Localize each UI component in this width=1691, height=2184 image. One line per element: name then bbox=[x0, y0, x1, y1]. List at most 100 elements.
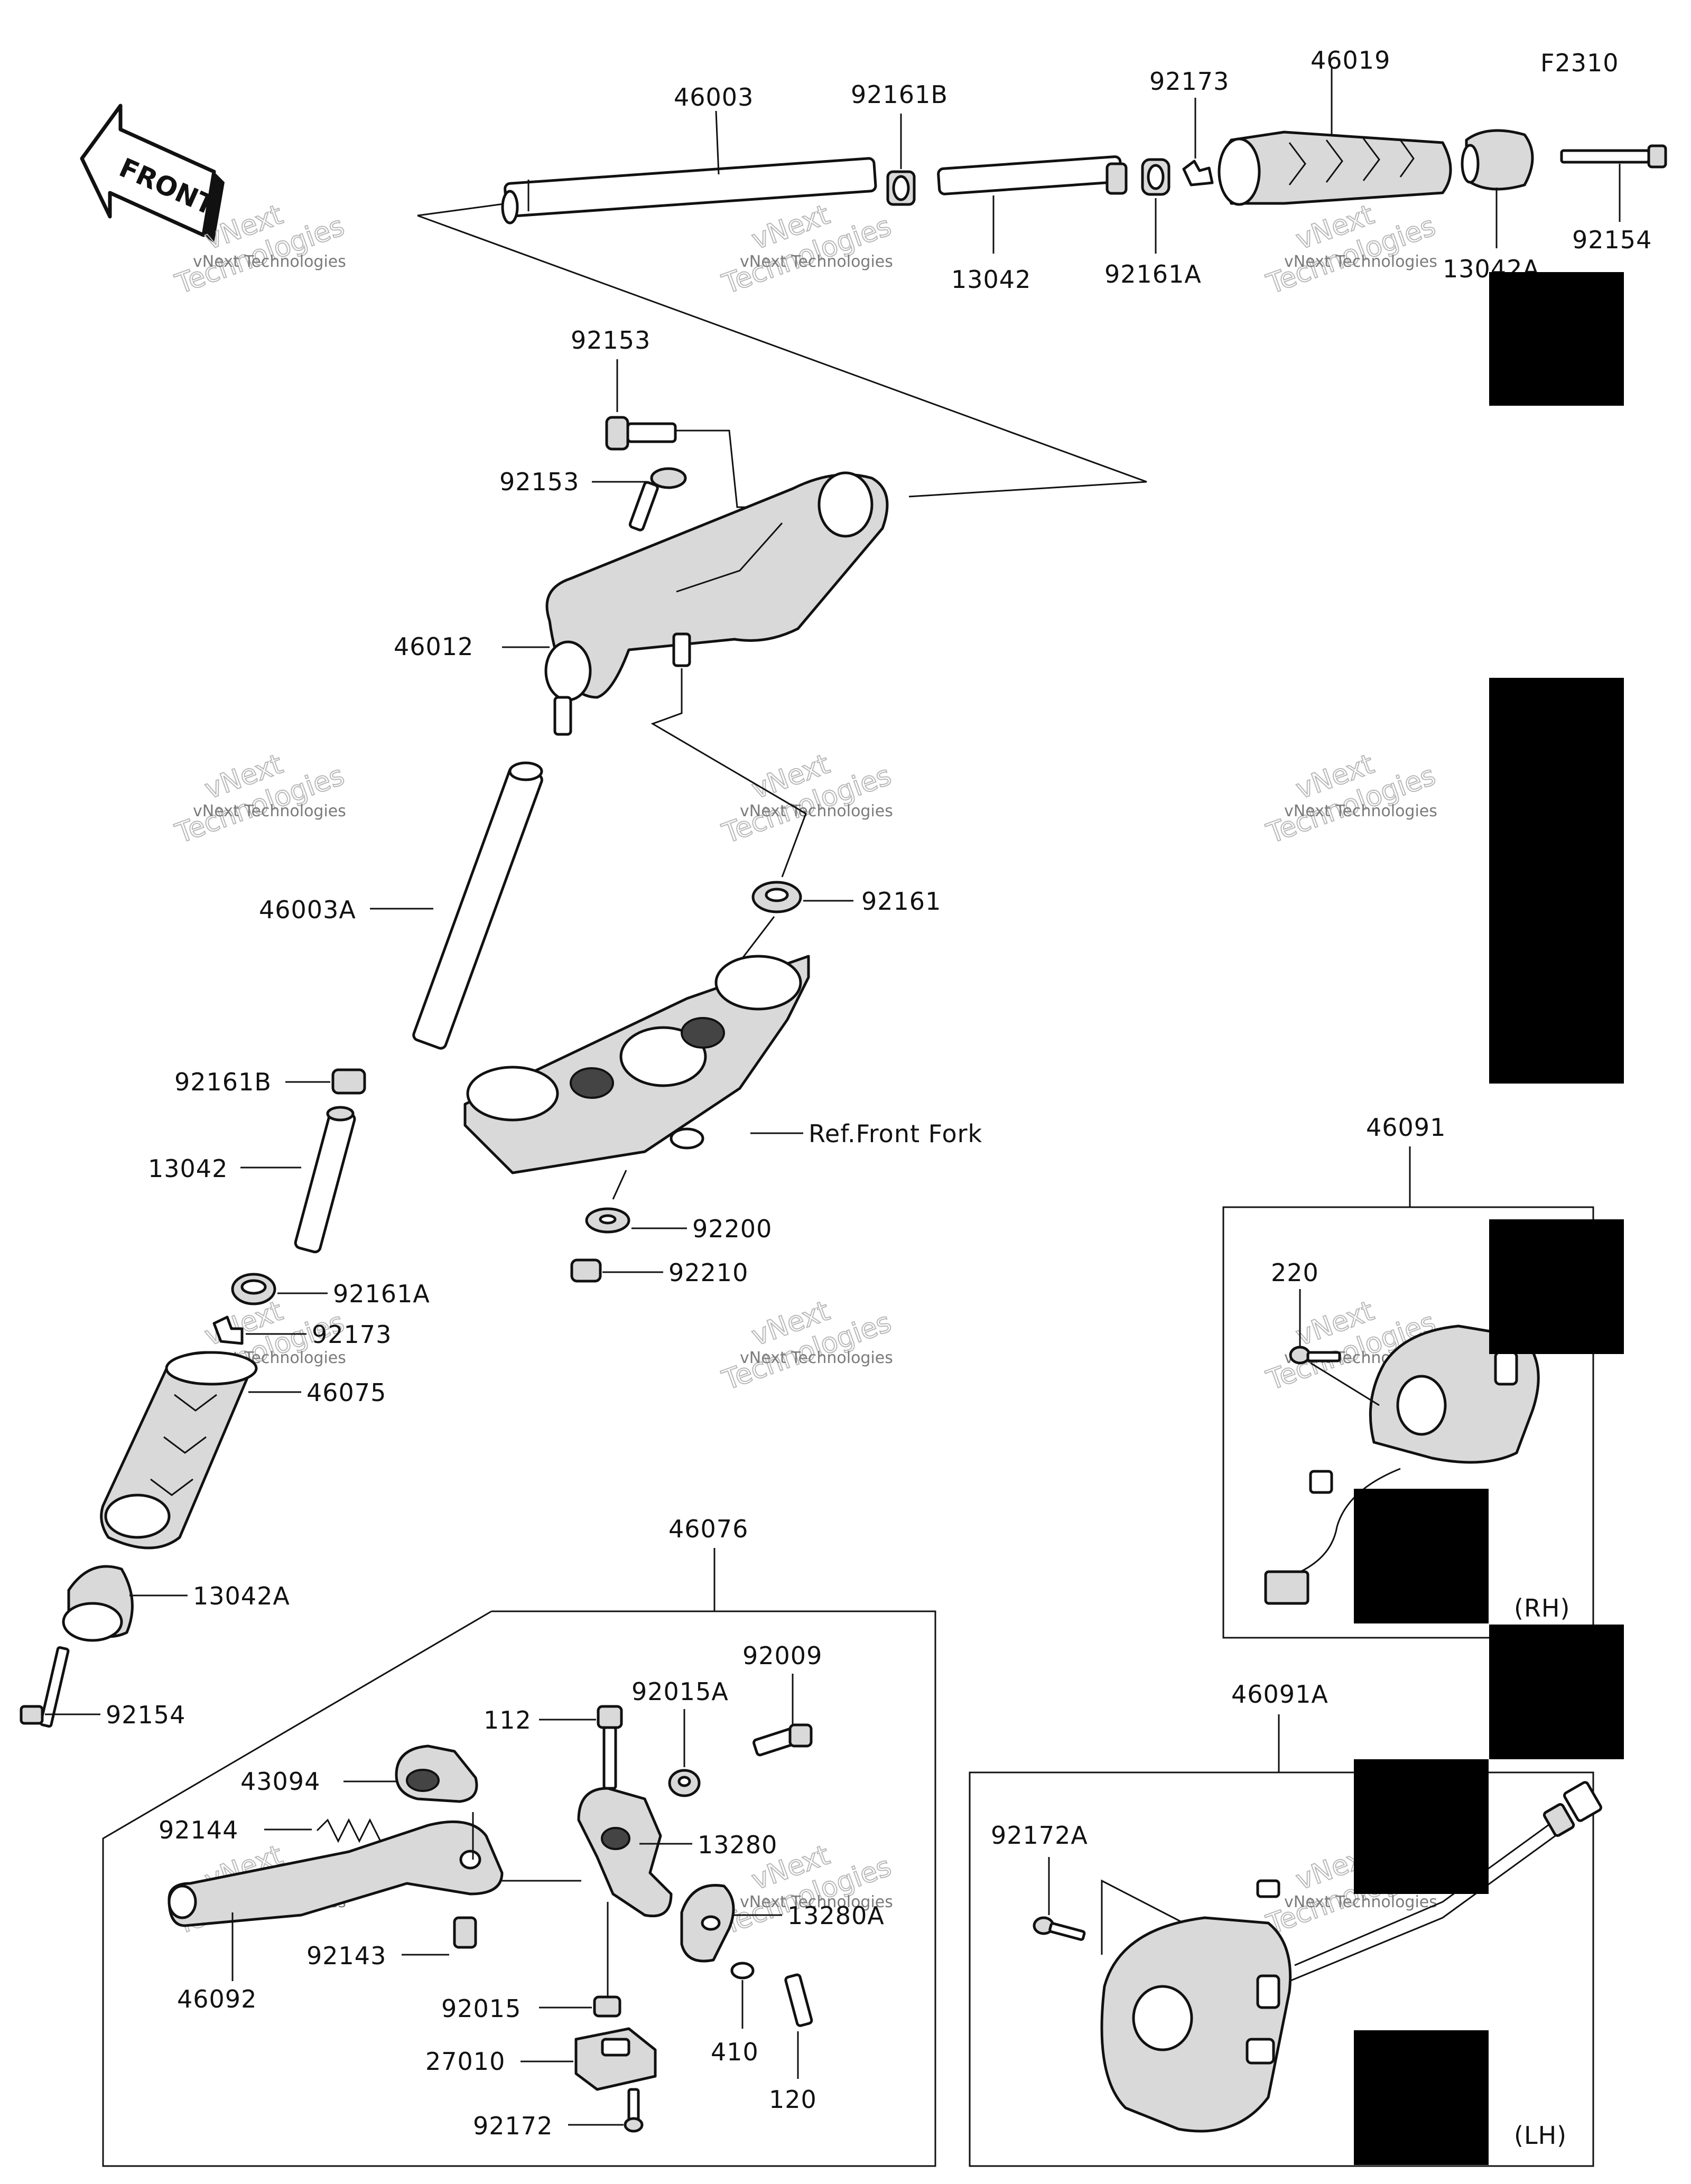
bar-end-13042A bbox=[62, 1565, 134, 1642]
nut-92161B-top bbox=[886, 170, 916, 206]
clutch-lever-box bbox=[102, 1610, 936, 2167]
label-92153-a: 92153 bbox=[571, 326, 651, 354]
nut-92210 bbox=[570, 1258, 602, 1283]
washer-92015A bbox=[668, 1769, 701, 1797]
svg-text:vNext Technologies: vNext Technologies bbox=[1284, 1893, 1437, 1911]
label-92200: 92200 bbox=[692, 1215, 772, 1243]
label-92173: 92173 bbox=[312, 1320, 392, 1349]
label-46019: 46019 bbox=[1311, 46, 1390, 74]
washer-92161 bbox=[751, 881, 802, 913]
label-92154-top: 92154 bbox=[1572, 226, 1652, 254]
label-46012: 46012 bbox=[394, 632, 473, 661]
upper-triple-clamp bbox=[463, 955, 810, 1174]
lh-switch-housing bbox=[1100, 1916, 1292, 2133]
label-46003: 46003 bbox=[674, 83, 754, 111]
bolt-92154-top bbox=[1560, 144, 1667, 169]
collar-92143 bbox=[453, 1916, 477, 1949]
spacer-92161A-top bbox=[1141, 158, 1170, 196]
label-92015: 92015 bbox=[441, 1994, 521, 2023]
nut-92161B bbox=[331, 1068, 366, 1095]
weight-rod-13042-top bbox=[937, 155, 1128, 195]
label-13042-top: 13042 bbox=[951, 265, 1031, 294]
label-46003A: 46003A bbox=[259, 895, 356, 924]
screw-92172A bbox=[1033, 1916, 1086, 1941]
switch-27010 bbox=[574, 2027, 657, 2091]
label-13280A: 13280A bbox=[787, 1901, 885, 1930]
rh-switch-box bbox=[1222, 1206, 1594, 1639]
label-120: 120 bbox=[769, 2085, 817, 2114]
bolt-92154 bbox=[20, 1646, 70, 1728]
washer-410 bbox=[730, 1962, 755, 1980]
handlebar-tube-46003 bbox=[501, 157, 877, 225]
label-92210: 92210 bbox=[668, 1258, 748, 1287]
lh-wire-connector bbox=[1256, 1781, 1602, 1982]
label-92172A: 92172A bbox=[991, 1821, 1088, 1850]
label-92154: 92154 bbox=[106, 1701, 185, 1729]
label-92015A: 92015A bbox=[631, 1677, 729, 1706]
label-13280: 13280 bbox=[698, 1831, 777, 1859]
svg-text:vNext Technologies: vNext Technologies bbox=[740, 1349, 893, 1367]
label-112: 112 bbox=[484, 1706, 532, 1734]
label-rh: (RH) bbox=[1514, 1594, 1570, 1622]
label-92161B-top: 92161B bbox=[851, 80, 948, 109]
clamp-13280A bbox=[680, 1884, 735, 1963]
label-92153-b: 92153 bbox=[499, 468, 579, 496]
screw-92009 bbox=[752, 1723, 813, 1757]
handlebar-tube-46003A bbox=[412, 761, 543, 1050]
nut-92015 bbox=[593, 1995, 621, 2018]
label-27010: 27010 bbox=[425, 2047, 505, 2076]
clip-92173-top bbox=[1182, 160, 1214, 186]
front-arrow-icon: FRONT bbox=[80, 104, 225, 243]
label-92161: 92161 bbox=[861, 887, 941, 916]
lever-adjuster-43094 bbox=[395, 1744, 478, 1803]
clutch-lever-46092 bbox=[168, 1820, 504, 1927]
label-92143: 92143 bbox=[306, 1942, 386, 1970]
screw-92172 bbox=[624, 2088, 644, 2133]
label-43094: 43094 bbox=[240, 1767, 320, 1796]
lh-switch-box bbox=[969, 1771, 1594, 2167]
svg-text:vNext Technologies: vNext Technologies bbox=[740, 1893, 893, 1911]
label-92009: 92009 bbox=[742, 1641, 822, 1670]
label-220: 220 bbox=[1271, 1258, 1319, 1287]
label-ref-front-fork[interactable]: Ref.Front Fork bbox=[809, 1119, 982, 1148]
svg-text:vNext Technologies: vNext Technologies bbox=[1284, 253, 1437, 271]
label-46091A: 46091A bbox=[1231, 1680, 1328, 1709]
label-92173-top: 92173 bbox=[1149, 67, 1229, 96]
label-46076: 46076 bbox=[668, 1515, 748, 1543]
lever-holder-13280 bbox=[577, 1787, 673, 1918]
bolt-92153-a bbox=[605, 416, 677, 451]
svg-text:vNext Technologies: vNext Technologies bbox=[193, 802, 346, 820]
handlebar-holder-46012 bbox=[544, 471, 889, 736]
bolt-112 bbox=[597, 1705, 623, 1790]
washer-92200 bbox=[585, 1207, 630, 1234]
label-92172: 92172 bbox=[473, 2112, 553, 2140]
screw-120 bbox=[784, 1973, 813, 2027]
spacer-92161A bbox=[231, 1273, 276, 1305]
rh-wire-connector bbox=[1264, 1468, 1401, 1605]
svg-text:vNext Technologies: vNext Technologies bbox=[740, 802, 893, 820]
label-13042: 13042 bbox=[148, 1154, 228, 1183]
svg-text:vNext Technologies: vNext Technologies bbox=[1284, 802, 1437, 820]
label-lh: (LH) bbox=[1514, 2121, 1567, 2150]
label-410: 410 bbox=[711, 2038, 759, 2066]
label-46075: 46075 bbox=[306, 1378, 386, 1407]
svg-text:vNext Technologies: vNext Technologies bbox=[740, 253, 893, 271]
weight-rod-13042 bbox=[294, 1106, 356, 1254]
label-92161A: 92161A bbox=[333, 1280, 430, 1308]
label-92144: 92144 bbox=[159, 1816, 238, 1844]
label-92161B: 92161B bbox=[174, 1068, 272, 1096]
label-46092: 46092 bbox=[177, 1985, 257, 2013]
screw-220 bbox=[1289, 1346, 1341, 1365]
clip-92173 bbox=[212, 1315, 244, 1345]
svg-text:vNext Technologies: vNext Technologies bbox=[193, 253, 346, 271]
label-46091: 46091 bbox=[1366, 1113, 1446, 1142]
bolt-92153-b bbox=[628, 467, 687, 531]
label-13042A: 13042A bbox=[193, 1582, 290, 1610]
redaction-blocks bbox=[1354, 272, 1624, 2165]
rh-switch-housing bbox=[1310, 1324, 1540, 1464]
label-92161A-top: 92161A bbox=[1104, 260, 1202, 288]
grip-46019 bbox=[1218, 130, 1452, 206]
spring-92144 bbox=[316, 1818, 382, 1843]
